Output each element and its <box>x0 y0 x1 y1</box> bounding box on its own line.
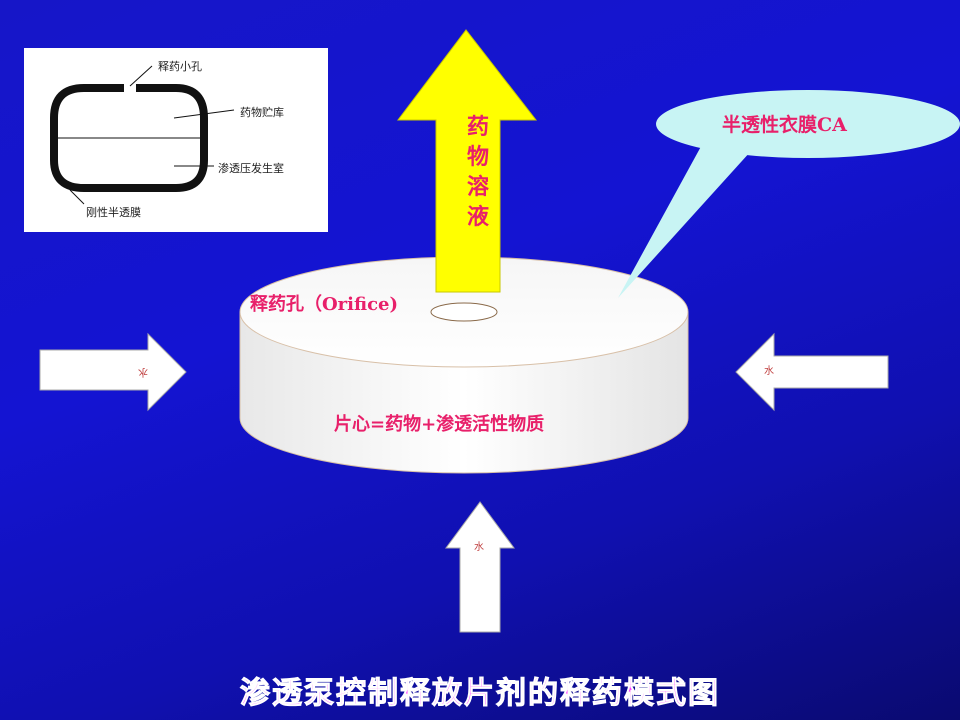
drug-solution-arrow <box>396 29 538 293</box>
tablet-core-label: 片心=药物+渗透活性物质 <box>334 414 545 435</box>
water-label-left: 水 <box>138 366 148 377</box>
label-reservoir: 药物贮库 <box>240 106 284 119</box>
drug-solution-char: 溶 <box>466 174 489 200</box>
drug-solution-text: 药 物 溶 液 <box>458 112 498 232</box>
water-label-bottom: 水 <box>474 542 484 553</box>
leader-reservoir <box>173 109 235 119</box>
drug-solution-char: 物 <box>466 144 489 170</box>
orifice-label: 释药孔（Orifice) <box>250 294 399 315</box>
callout-text: 半透性衣膜CA <box>722 114 847 136</box>
leader-membrane <box>69 189 85 205</box>
water-label-right: 水 <box>764 366 774 377</box>
water-arrow-left <box>39 332 187 412</box>
label-hole: 释药小孔 <box>158 60 202 73</box>
callout-bubble <box>656 90 960 158</box>
water-arrow-right <box>735 332 889 412</box>
membrane-outline <box>50 84 208 192</box>
label-membrane: 刚性半透膜 <box>86 206 141 219</box>
page-title: 渗透泵控制释放片剂的释药模式图 <box>240 676 720 712</box>
drug-solution-char: 药 <box>466 114 489 140</box>
callout-pointer <box>618 130 770 298</box>
leader-hole <box>129 65 153 87</box>
water-arrow-bottom <box>445 501 515 633</box>
label-osmotic: 渗透压发生室 <box>218 162 284 175</box>
inset-schematic: 释药小孔 药物贮库 渗透压发生室 刚性半透膜 <box>24 48 328 232</box>
inset-drawing <box>50 65 235 205</box>
orifice <box>430 302 498 322</box>
drug-solution-char: 液 <box>466 204 489 230</box>
